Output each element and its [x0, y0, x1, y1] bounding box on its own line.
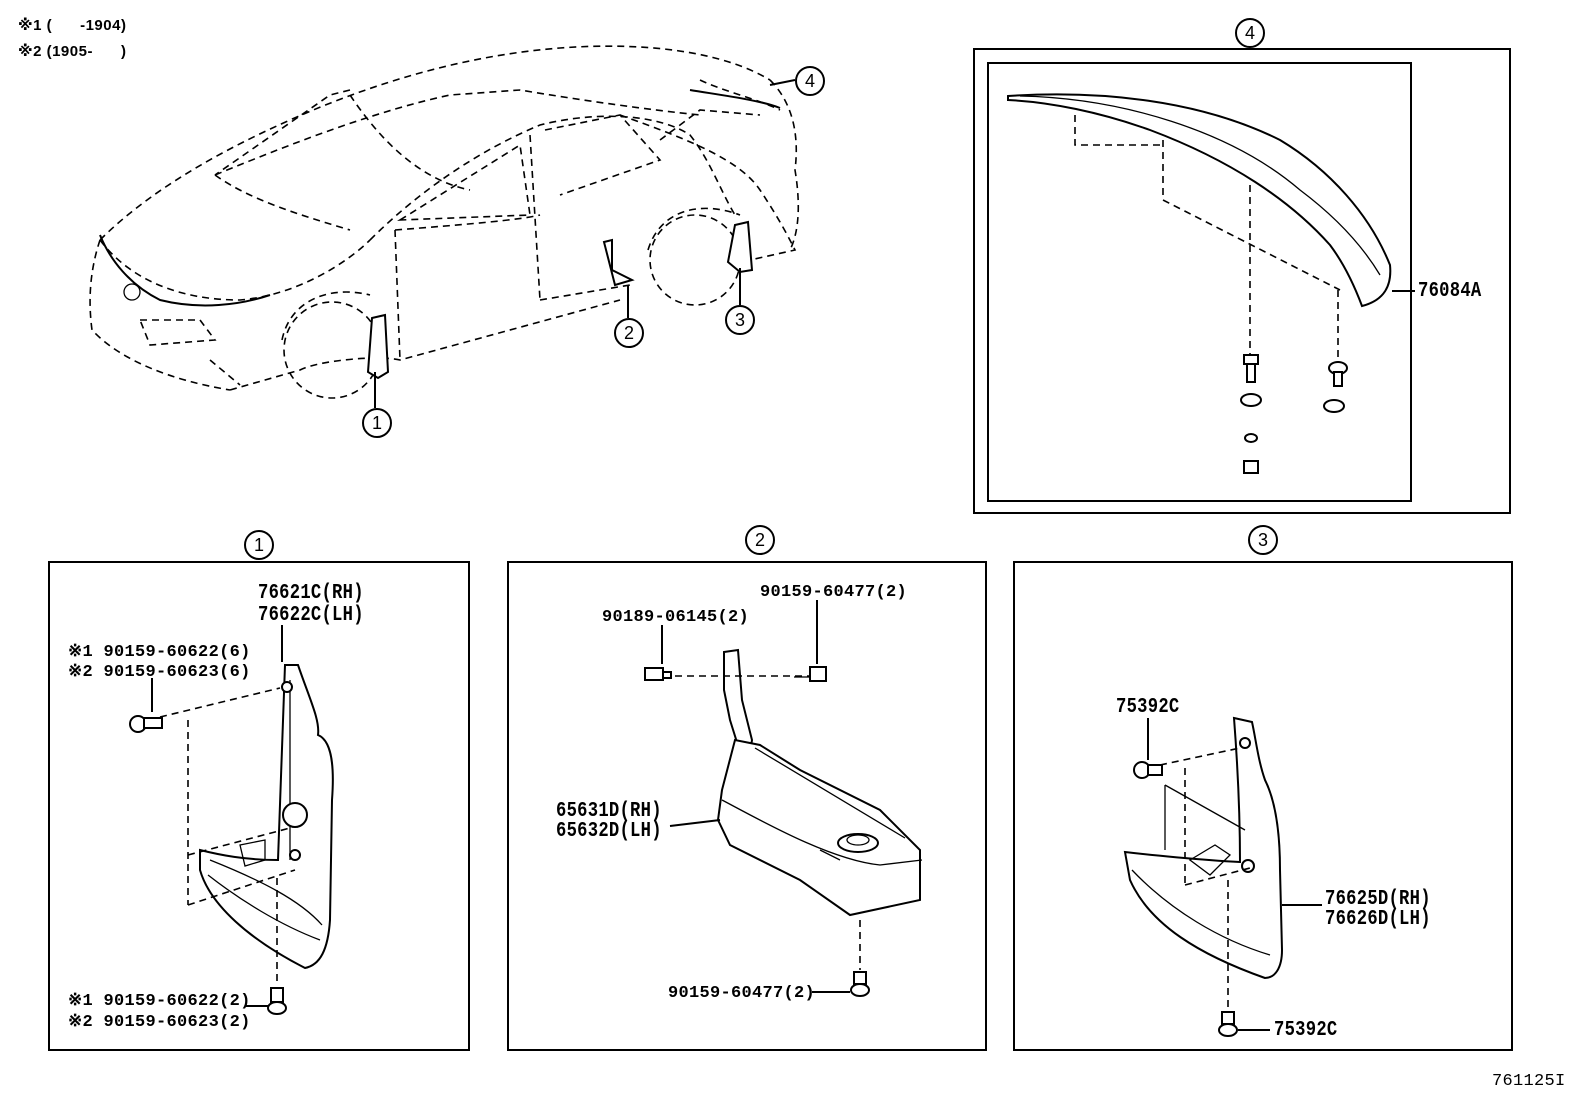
- panel-3: [1013, 561, 1513, 1051]
- panel-1: [48, 561, 470, 1051]
- clip-top-part: 75392C: [1116, 696, 1180, 719]
- mudguard-rh-part: 76621C(RH): [258, 582, 364, 605]
- guard-rh-part: 65631D(RH): [556, 800, 662, 823]
- screw-top-part: 90159-60477(2): [760, 583, 908, 602]
- callout-4-overview: 4: [795, 66, 825, 96]
- screw-bottom-2-part: ※2 90159-60623(2): [68, 1013, 251, 1032]
- spoiler-panel-outer: [973, 48, 1511, 514]
- mudguard-lh-part: 76622C(LH): [258, 604, 364, 627]
- note-1: ※1 ( -1904): [18, 17, 127, 34]
- clip-part: 90189-06145(2): [602, 608, 750, 627]
- guard-lh-part: 65632D(LH): [556, 820, 662, 843]
- note-2: ※2 (1905- ): [18, 43, 127, 60]
- panel-2: [507, 561, 987, 1051]
- callout-1-overview: 1: [362, 408, 392, 438]
- callout-1-heading: 1: [244, 530, 274, 560]
- clip-bottom-part: 75392C: [1274, 1019, 1338, 1042]
- callout-3-overview: 3: [725, 305, 755, 335]
- screw-bottom-1-part: ※1 90159-60622(2): [68, 992, 251, 1011]
- spoiler-panel: [987, 62, 1412, 502]
- screw-top-1-part: ※1 90159-60622(6): [68, 643, 251, 662]
- callout-2-overview: 2: [614, 318, 644, 348]
- screw-bottom-part: 90159-60477(2): [668, 984, 816, 1003]
- mudguard-lh-part-3: 76626D(LH): [1325, 908, 1431, 931]
- figure-id: 761125I: [1492, 1072, 1566, 1091]
- callout-3-heading: 3: [1248, 525, 1278, 555]
- callout-2-heading: 2: [745, 525, 775, 555]
- spoiler-part-number: 76084A: [1418, 280, 1482, 303]
- screw-top-2-part: ※2 90159-60623(6): [68, 663, 251, 682]
- callout-4-heading: 4: [1235, 18, 1265, 48]
- mudguard-rh-part-3: 76625D(RH): [1325, 888, 1431, 911]
